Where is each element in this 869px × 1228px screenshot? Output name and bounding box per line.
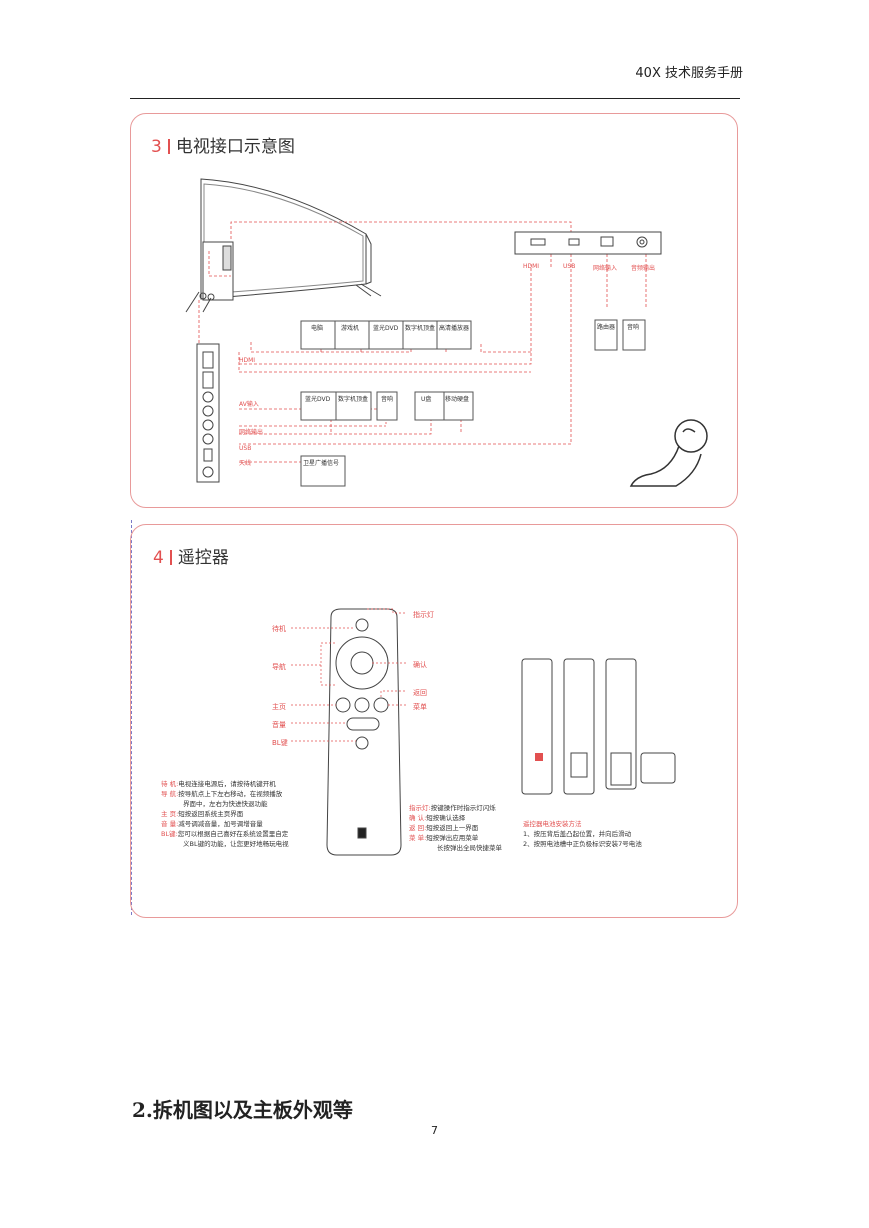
port-label-net-in: 网络输入 — [593, 265, 618, 272]
device-pc: 电脑 — [311, 325, 324, 332]
device-hd-player: 高清播放器 — [439, 325, 470, 332]
port-label-usb-top: USB — [563, 263, 576, 270]
desc-left: 待 机:电视连接电源后，请按待机键开机 导 航:按导航点上下左右移动，在视频播放… — [161, 780, 289, 848]
remote-illustration — [326, 608, 402, 856]
device-bluray-1: 蓝光DVD — [373, 325, 399, 332]
header-rule — [130, 98, 740, 99]
label-menu: 菜单 — [413, 703, 427, 711]
label-volume: 音量 — [272, 721, 286, 729]
device-hdd: 移动硬盘 — [445, 396, 470, 403]
device-bluray-2: 蓝光DVD — [305, 396, 331, 403]
device-satellite: 卫星广播信号 — [303, 460, 340, 467]
side-label-hdmi: HDMI — [239, 357, 256, 364]
device-console: 游戏机 — [341, 325, 360, 332]
label-nav: 导航 — [272, 663, 286, 671]
side-label-av: AV输入 — [239, 401, 259, 408]
page-number: 7 — [431, 1124, 438, 1137]
device-stb-2: 数字机顶盒 — [338, 396, 369, 403]
label-back: 返回 — [413, 689, 427, 697]
label-bl-key: BL键 — [272, 739, 288, 747]
margin-guide — [131, 520, 132, 915]
side-label-net-out: 网络输出 — [239, 429, 264, 436]
device-audio-1: 音响 — [381, 396, 394, 403]
side-label-usb: USB — [239, 445, 252, 452]
label-ok: 确认 — [413, 661, 427, 669]
label-home: 主页 — [272, 703, 286, 711]
section2-title: 2.拆机图以及主板外观等 — [132, 1098, 353, 1122]
remote-back-views — [521, 658, 676, 795]
port-label-audio-out: 音频输出 — [631, 265, 656, 272]
document-header: 40X 技术服务手册 — [635, 66, 743, 81]
label-indicator: 指示灯 — [413, 611, 434, 619]
remote-diagram — [291, 608, 676, 856]
desc-mid: 指示灯:按键操作时指示灯闪烁 确 认:短按确认选择 返 回:短按返回上一界面 菜… — [409, 804, 502, 852]
tv-illustration — [185, 178, 382, 313]
side-port-panel — [196, 343, 220, 483]
side-label-antenna: 天线 — [239, 460, 252, 467]
label-standby: 待机 — [272, 625, 286, 633]
relaxing-person-illustration — [629, 419, 708, 487]
device-audio-2: 音响 — [627, 324, 640, 331]
desc-battery: 遥控器电池安装方法 1、按压背后盖凸起位置，并向后滑动 2、按照电池槽中正负极标… — [523, 820, 642, 848]
device-router: 路由器 — [597, 324, 616, 331]
top-port-panel — [514, 231, 662, 255]
port-label-hdmi-top: HDMI — [523, 263, 540, 270]
device-udisk: U盘 — [421, 396, 432, 403]
tv-interface-diagram — [185, 178, 708, 487]
device-stb-1: 数字机顶盒 — [405, 325, 436, 332]
